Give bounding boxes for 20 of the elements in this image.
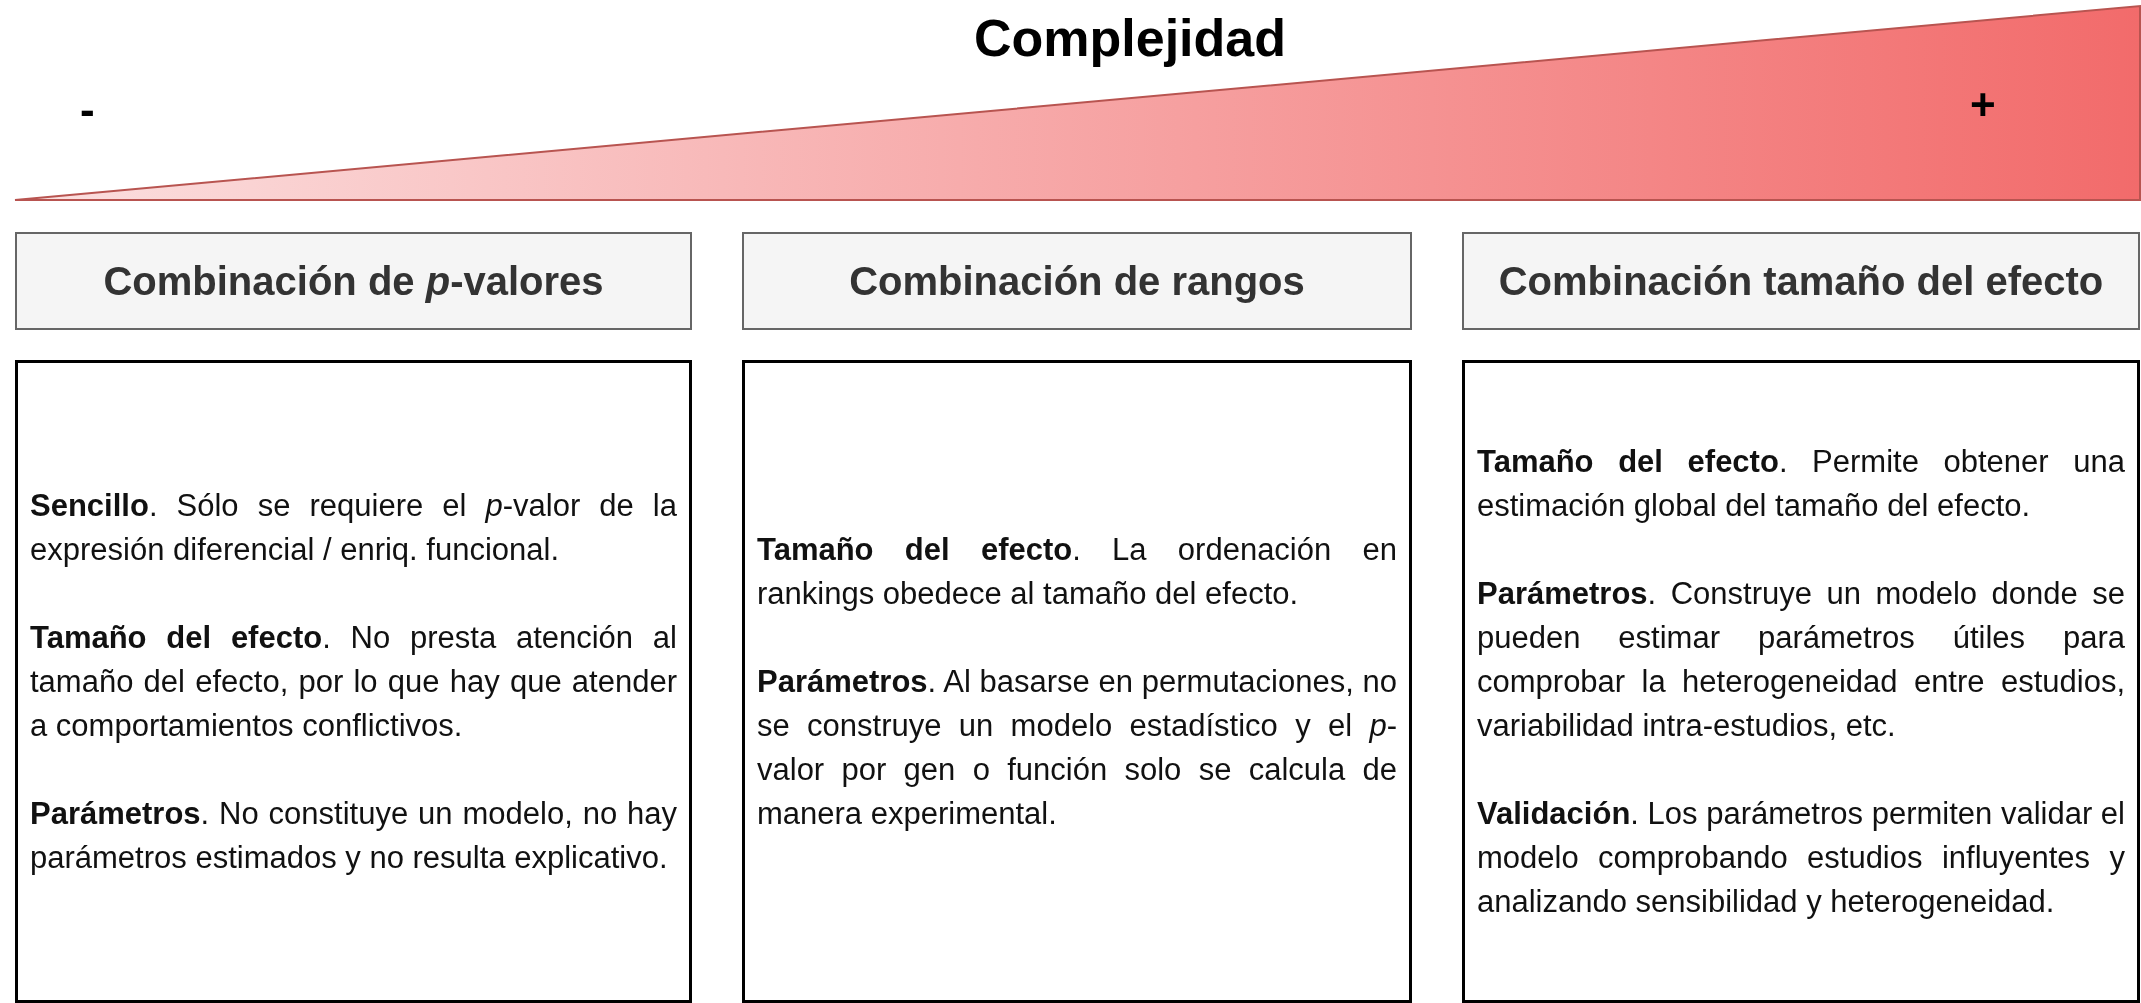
description-paragraph: Parámetros. Al basarse en permutaciones, no se construye un modelo estadístico y el p-valor por gen o función solo se calcula de manera experimental. (757, 662, 1397, 833)
heading-box (15, 232, 692, 330)
scale-sign: - (80, 85, 95, 135)
scale-sign: + (1970, 80, 1996, 130)
description-paragraph: Sencillo. Sólo se requiere el p-valor de la expresión diferencial / enriq. funcional. (30, 486, 677, 569)
diagram-title: Complejidad (973, 8, 1287, 68)
text-panel (742, 360, 1412, 1003)
text-panel (1462, 360, 2140, 1003)
description-paragraph: Tamaño del efecto. No presta atención al tamaño del efecto, por lo que hay que atender a comportamientos conflictivos. (30, 618, 677, 745)
description-paragraph: Parámetros. No constituye un modelo, no hay parámetros estimados y no resulta explicativo. (30, 794, 677, 877)
description-paragraph: Tamaño del efecto. La ordenación en rankings obedece al tamaño del efecto. (757, 530, 1397, 613)
heading-box (1462, 232, 2140, 330)
heading-box (742, 232, 1412, 330)
column-heading: Combinación de rangos (849, 258, 1305, 304)
description-paragraph: Validación. Los parámetros permiten validar el modelo comprobando estudios influyentes y analizando sensibilidad y heterogeneidad. (1477, 794, 2125, 921)
text-panel (15, 360, 692, 1003)
column-heading: Combinación tamaño del efecto (1498, 258, 2104, 304)
description-paragraph: Parámetros. Construye un modelo donde se pueden estimar parámetros útiles para comprobar la heterogeneidad entre estudios, variabilidad intra-estudios, etc. (1477, 574, 2125, 745)
description-paragraph: Tamaño del efecto. Permite obtener una estimación global del tamaño del efecto. (1477, 442, 2125, 525)
column-heading: Combinación de p-valores (103, 258, 604, 304)
